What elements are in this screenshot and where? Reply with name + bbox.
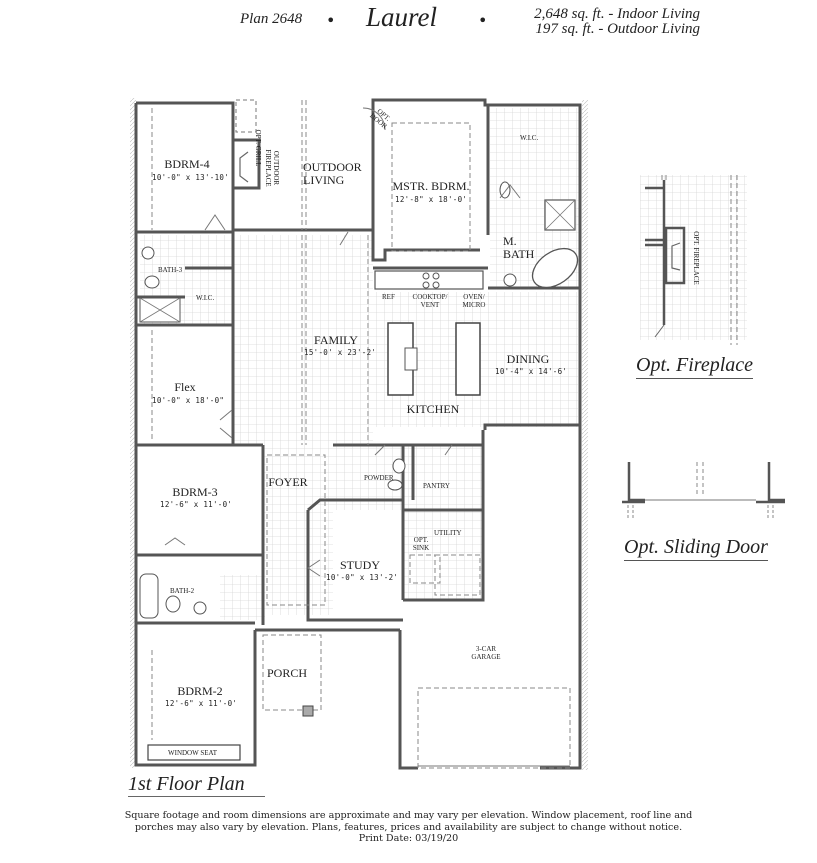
room-dims-bdrm3: 12'-6" x 11'-0' (160, 500, 233, 509)
opt-sink-label: OPT. SINK (412, 536, 430, 552)
room-label-utility: UTILITY (434, 529, 462, 537)
room-label-porch: PORCH (266, 666, 307, 680)
disclaimer: Square footage and room dimensions are a… (70, 810, 747, 845)
room-label-wic: W.I.C. (196, 294, 215, 302)
room-label-bdrm4: BDRM-4 (164, 157, 210, 171)
outdoor-fireplace-label: OUTDOOR FIREPLACE (264, 149, 280, 187)
outdoor-living-sqft: 197 sq. ft. - Outdoor Living (535, 21, 700, 37)
room-label-bath3: BATH-3 (158, 266, 183, 274)
room-dims-bdrm2: 12'-6" x 11'-0' (165, 699, 238, 708)
room-label-powder: POWDER (364, 474, 394, 482)
room-dims-family: 15'-0' x 23'-2' (304, 348, 377, 357)
floor-plan-title: 1st Floor Plan (128, 773, 265, 797)
room-dims-study: 10'-0" x 13'-2' (326, 573, 399, 582)
room-label-pantry: PANTRY (423, 482, 450, 490)
room-label-bdrm3: BDRM-3 (172, 485, 218, 499)
room-label-master-bedroom: MSTR. BDRM. (392, 179, 470, 193)
separator-bullet: • (478, 11, 488, 30)
plan-number: Plan 2648 (240, 11, 303, 27)
room-label-flex: Flex (174, 380, 196, 394)
opt-sliding-door-title: Opt. Sliding Door (624, 536, 768, 561)
kitchen-label-cooktop: COOKTOP/ VENT (412, 293, 448, 309)
square-footage: 2,648 sq. ft. - Indoor Living 197 sq. ft… (504, 7, 700, 37)
opt-fireplace-title: Opt. Fireplace (636, 354, 754, 379)
room-label-bdrm2: BDRM-2 (177, 684, 223, 698)
outdoor-living-line2: LIVING (303, 173, 345, 187)
room-dims-dining: 10'-4" x 14'-6' (495, 367, 568, 376)
room-label-bath2: BATH-2 (170, 587, 195, 595)
garage-line1: 3-CAR (475, 645, 497, 653)
garage-line2: GARAGE (471, 653, 501, 661)
room-dims-bdrm4: 10'-0" x 13'-10' (152, 173, 230, 182)
print-date: Print Date: 03/19/20 (358, 833, 459, 844)
room-label-dining: DINING (506, 352, 550, 366)
master-bath-line2: BATH (503, 247, 535, 261)
disclaimer-line2: porches may also vary by elevation. Plan… (134, 821, 683, 833)
kitchen-label-oven: OVEN/ MICRO (462, 293, 486, 309)
room-label-master-wic: W.I.C. (520, 134, 539, 142)
opt-grill-label: OPT. GRILL (254, 129, 262, 167)
indoor-living-sqft: 2,648 sq. ft. - Indoor Living (534, 6, 700, 22)
room-label-outdoor-living: OUTDOOR LIVING (303, 161, 362, 187)
separator-bullet: • (326, 11, 336, 30)
outdoor-living-line1: OUTDOOR (303, 160, 362, 174)
room-label-kitchen: KITCHEN (406, 402, 460, 416)
room-dims-master-bedroom: 12'-8" x 18'-0' (395, 195, 468, 204)
room-dims-flex: 10'-0" x 18'-0" (152, 396, 225, 405)
room-label-study: STUDY (339, 558, 380, 572)
room-label-foyer: FOYER (268, 475, 308, 489)
kitchen-label-ref: REF (382, 293, 395, 301)
room-label-family: FAMILY (314, 333, 358, 347)
opt-fireplace-label: OPT. FIREPLACE (692, 231, 700, 285)
master-bath-line1: M. (503, 234, 517, 248)
disclaimer-line1: Square footage and room dimensions are a… (124, 810, 693, 821)
room-label-garage: 3-CAR GARAGE (466, 645, 506, 661)
window-seat-label: WINDOW SEAT (168, 749, 218, 757)
room-label-master-bath: M. BATH (503, 235, 534, 261)
plan-name: Laurel (366, 2, 438, 32)
